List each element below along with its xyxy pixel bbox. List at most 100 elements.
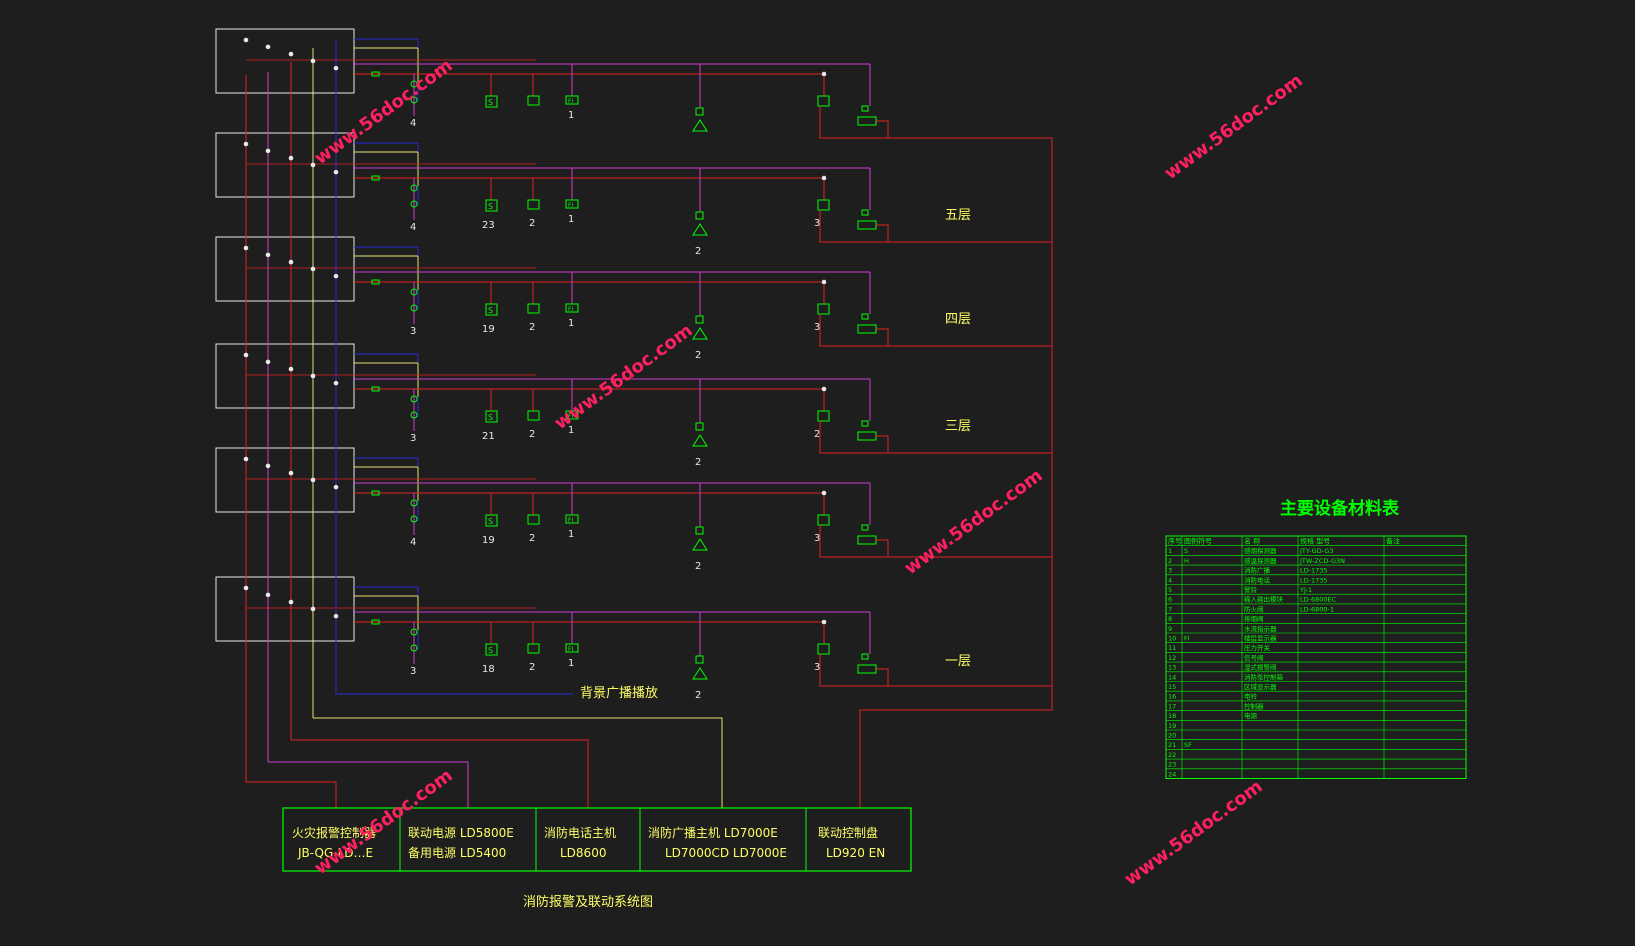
heat-detector-icon: [527, 643, 540, 654]
junction-dot: [821, 490, 827, 496]
table-cell: 9: [1168, 625, 1172, 633]
isolator-module: [371, 175, 380, 181]
horn-count: 2: [695, 457, 701, 468]
fire-broadcast-host-model: LD7000CD LD7000E: [665, 846, 787, 860]
table-cell: 消防电话: [1244, 575, 1271, 584]
table-cell: 输入输出模块: [1244, 595, 1284, 604]
left-device-count: 3: [410, 666, 416, 677]
table-cell: 1: [1168, 547, 1172, 555]
fire-horn-icon: [692, 327, 708, 340]
junction-dot: [310, 162, 316, 168]
exit-sign-icon: [817, 514, 830, 526]
isolator-module: [371, 386, 380, 392]
feed-to-controller: [246, 781, 337, 808]
bell-icon: [410, 288, 418, 296]
equipment-table-title: 主要设备材料表: [1280, 498, 1400, 519]
linkage-module-icon: [861, 105, 869, 112]
table-cell: 警铃: [1244, 585, 1258, 594]
fire-alarm-controller-label: 火灾报警控制器: [292, 825, 376, 840]
left-device-count: 4: [410, 118, 416, 129]
smoke-detector-icon: [485, 95, 498, 108]
fire-phone-host-model: LD8600: [560, 846, 606, 860]
table-cell: 感温探测器: [1244, 556, 1277, 565]
table-cell: 24: [1168, 770, 1176, 778]
left-device-count: 4: [410, 537, 416, 548]
table-cell: 13: [1168, 664, 1176, 672]
table-cell: 水流指示器: [1244, 624, 1277, 633]
smoke-detector-symbol: S: [488, 413, 493, 422]
isolator-module: [371, 279, 380, 285]
linkage-wire: [819, 314, 1052, 347]
horn-count: 2: [695, 246, 701, 257]
table-cell: 3: [1168, 567, 1172, 575]
smoke-detector-icon: [485, 643, 498, 656]
heat-detector-icon: [527, 95, 540, 106]
table-cell: 19: [1168, 722, 1176, 730]
call-point-count: 1: [568, 425, 574, 436]
linkage-console-model: LD920 EN: [826, 846, 885, 860]
table-cell: 21: [1168, 741, 1176, 749]
manual-call-point-symbol: FI: [568, 306, 573, 313]
junction-dot: [821, 175, 827, 181]
linkage-power-label: 联动电源 LD5800E: [408, 826, 514, 840]
table-cell: LD-6800EC: [1300, 596, 1337, 604]
junction-dot: [821, 71, 827, 77]
exit-sign-count: 3: [814, 218, 820, 229]
manual-call-point-symbol: FI: [568, 413, 573, 420]
table-cell: 12: [1168, 654, 1176, 662]
floor-panel-box: [215, 132, 355, 198]
junction-dot: [243, 585, 249, 591]
floor-label: 四层: [945, 312, 971, 327]
junction-dot: [333, 65, 339, 71]
junction-dot: [288, 51, 294, 57]
speaker-icon: [410, 304, 418, 312]
smoke-detector-icon: [485, 514, 498, 527]
table-cell: 20: [1168, 732, 1176, 740]
linkage-module-icon: [861, 313, 869, 320]
junction-dot: [243, 456, 249, 462]
call-point-count: 1: [568, 214, 574, 225]
exit-sign-count: 3: [814, 322, 820, 333]
table-header-cell: 图例符号: [1184, 537, 1212, 546]
feed-to-phone-host: [291, 739, 589, 808]
linkage-wire: [819, 654, 1052, 687]
heat-detector-count: 2: [529, 429, 535, 440]
table-cell: 7: [1168, 605, 1172, 613]
speaker-icon: [410, 411, 418, 419]
table-cell: 电铃: [1244, 692, 1258, 701]
smoke-detector-icon: [485, 410, 498, 423]
table-cell: H: [1184, 557, 1189, 565]
floor-panel-box: [215, 236, 355, 302]
table-header-cell: 序号: [1168, 537, 1182, 546]
table-cell: 23: [1168, 761, 1176, 769]
smoke-detector-count: 18: [482, 664, 495, 675]
table-cell: 信号阀: [1244, 653, 1264, 662]
junction-dot: [333, 169, 339, 175]
control-panel-frame: [282, 807, 912, 872]
manual-call-point-icon: [565, 95, 579, 105]
linkage-module-icon: [861, 209, 869, 216]
table-cell: 感烟探测器: [1244, 546, 1277, 555]
table-cell: 消防泵控制箱: [1244, 672, 1284, 681]
table-cell: 压力开关: [1244, 643, 1271, 652]
heat-detector-count: 2: [529, 533, 535, 544]
linkage-wire: [876, 328, 889, 346]
module-icon: [695, 211, 704, 220]
call-point-count: 1: [568, 110, 574, 121]
feed-to-broadcast-host: [313, 717, 723, 808]
heat-detector-icon: [527, 410, 540, 421]
table-cell: 湿式报警阀: [1244, 663, 1277, 672]
module-icon: [695, 315, 704, 324]
isolator-module: [371, 619, 380, 625]
table-cell: 22: [1168, 751, 1176, 759]
table-cell: 10: [1168, 635, 1176, 643]
linkage-wire: [876, 120, 889, 138]
linkage-wire: [876, 435, 889, 453]
